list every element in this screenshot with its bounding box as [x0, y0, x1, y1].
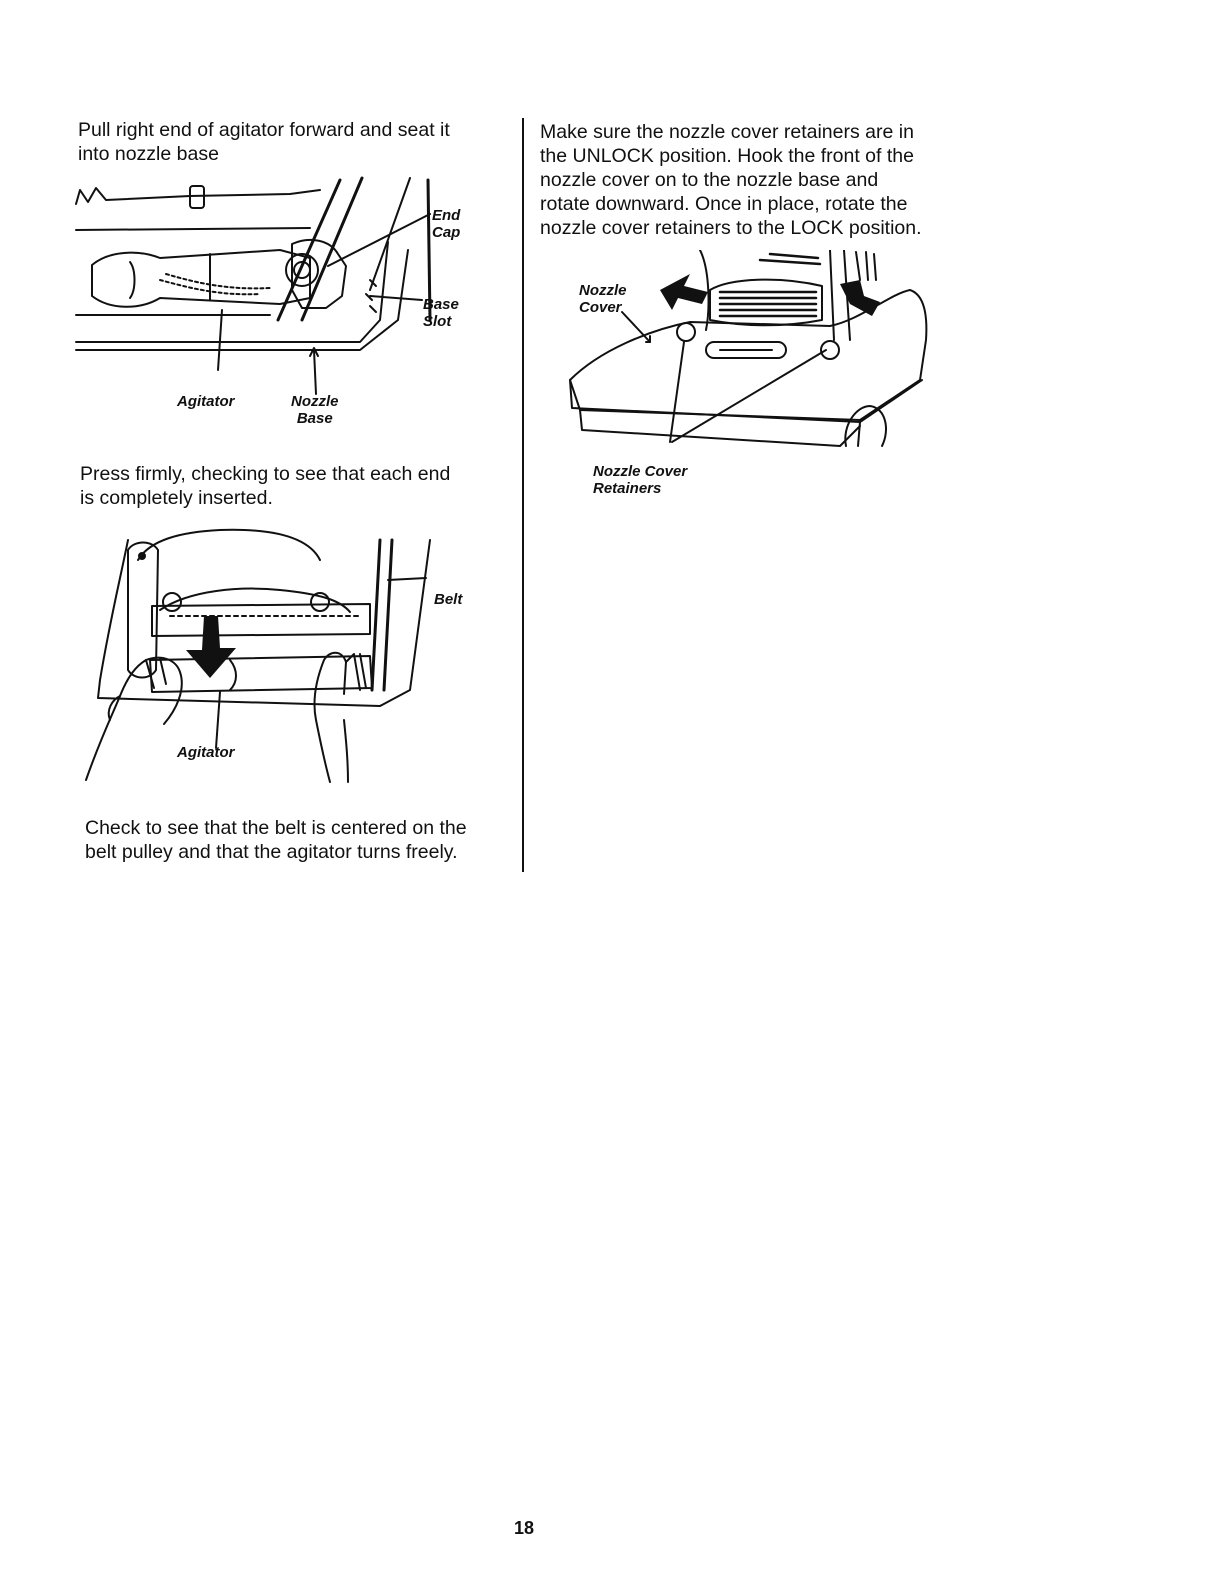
nozzle-cover-illustration [569, 250, 928, 447]
agitator-label-fig2: Agitator [177, 744, 235, 761]
end-cap-callout: End Cap [432, 207, 460, 241]
nozzle-base-label-line-1: Nozzle [291, 393, 339, 410]
step2-text: Press firmly, checking to see that each … [80, 462, 450, 510]
end-cap-label-line-2: Cap [432, 224, 461, 241]
agitator-callout-fig2: Agitator [177, 744, 235, 761]
step2-line-2: is completely inserted. [80, 487, 273, 509]
step3-text: Check to see that the belt is centered o… [85, 816, 467, 864]
nozzle-step-line-3: nozzle cover on to the nozzle base and [540, 169, 879, 191]
nozzle-step-line-5: nozzle cover retainers to the LOCK posit… [540, 217, 922, 239]
step1-text: Pull right end of agitator forward and s… [78, 118, 450, 166]
nozzle-base-callout: Nozzle Base [291, 393, 339, 427]
column-divider [522, 118, 524, 872]
belt-callout: Belt [434, 591, 462, 608]
end-cap-label-line-1: End [432, 207, 461, 224]
nozzle-step-line-2: the UNLOCK position. Hook the front of t… [540, 145, 914, 167]
press-agitator-illustration [85, 528, 431, 783]
nozzle-step-line-1: Make sure the nozzle cover retainers are… [540, 121, 914, 143]
agitator-label-fig1: Agitator [177, 393, 235, 410]
base-slot-label-line-1: Base [423, 296, 459, 313]
nozzle-cover-label-line-1: Nozzle [579, 282, 627, 299]
step1-line-1: Pull right end of agitator forward and s… [78, 119, 450, 141]
step2-line-1: Press firmly, checking to see that each … [80, 463, 451, 485]
step3-line-1: Check to see that the belt is centered o… [85, 817, 467, 839]
page-number: 18 [514, 1518, 535, 1538]
retainers-label-line-1: Nozzle Cover [593, 463, 688, 480]
agitator-callout-fig1: Agitator [177, 393, 235, 410]
base-slot-callout: Base Slot [423, 296, 459, 330]
belt-label: Belt [434, 591, 463, 608]
retainers-callout: Nozzle Cover Retainers [593, 463, 687, 497]
nozzle-cover-callout: Nozzle Cover [579, 282, 627, 316]
agitator-end-cap-illustration [75, 176, 432, 395]
nozzle-cover-label-line-2: Cover [579, 299, 622, 316]
retainers-label-line-2: Retainers [593, 480, 662, 497]
nozzle-base-label-line-2: Base [296, 410, 333, 427]
base-slot-label-line-2: Slot [423, 313, 452, 330]
nozzle-step-line-4: rotate downward. Once in place, rotate t… [540, 193, 908, 215]
step1-line-2: into nozzle base [78, 143, 219, 165]
nozzle-cover-step-text: Make sure the nozzle cover retainers are… [540, 120, 922, 240]
step3-line-2: belt pulley and that the agitator turns … [85, 841, 458, 863]
